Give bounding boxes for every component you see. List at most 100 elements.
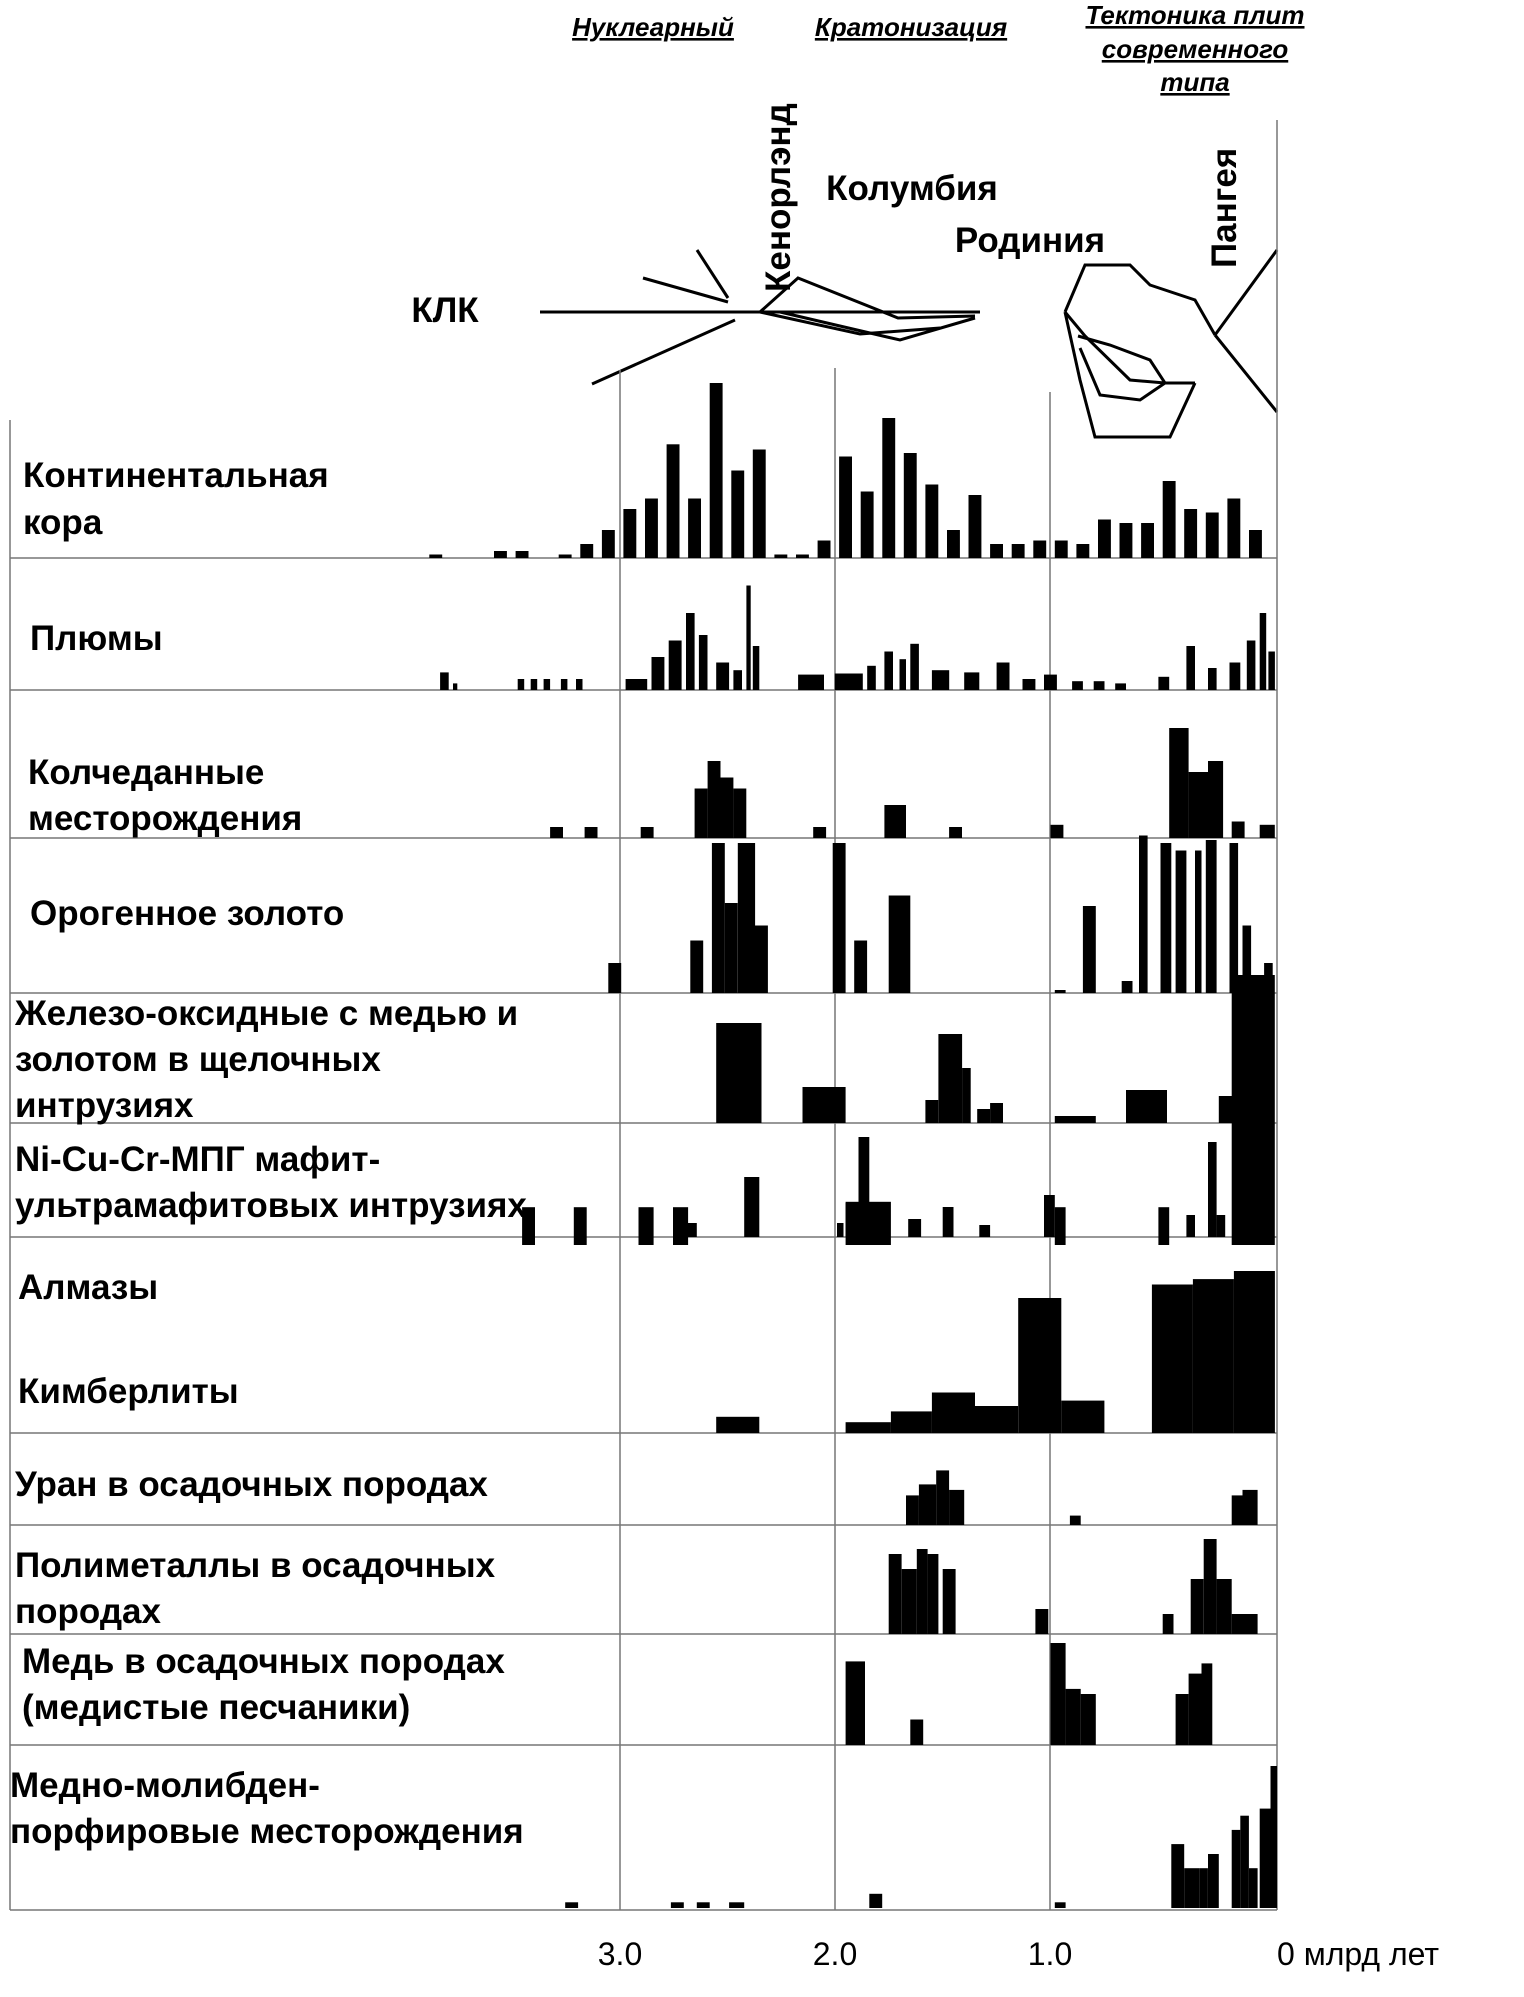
bar — [1139, 835, 1148, 993]
bar — [1171, 1844, 1185, 1908]
bar — [517, 679, 525, 690]
bar — [1242, 1614, 1258, 1634]
row-label-line: Колчеданные — [28, 753, 264, 792]
bar — [1119, 523, 1133, 558]
row-bars — [429, 383, 1262, 559]
bar — [979, 1225, 991, 1237]
x-tick-3-0: 3.0 — [598, 1936, 642, 1972]
bar — [845, 1201, 891, 1245]
bar — [1175, 1694, 1189, 1745]
bar — [1229, 662, 1241, 690]
bar — [1195, 850, 1202, 993]
bar — [729, 1902, 745, 1908]
bar — [845, 1422, 891, 1433]
bar — [802, 1087, 846, 1123]
bar — [990, 544, 1003, 558]
bar — [1054, 990, 1066, 993]
bar — [1050, 1643, 1066, 1745]
bar — [947, 530, 960, 558]
row-bars — [845, 1643, 1213, 1745]
bar — [716, 1023, 762, 1123]
bar — [931, 670, 950, 690]
bar — [1242, 925, 1252, 993]
bar — [1208, 1142, 1217, 1237]
bar — [1018, 1298, 1062, 1433]
bar — [1268, 651, 1275, 690]
chart-bars — [429, 383, 1277, 1908]
supercontinent-rodinia: Родиния — [955, 221, 1105, 260]
bar — [711, 843, 725, 993]
bar — [733, 670, 742, 690]
bar — [817, 540, 831, 558]
bar — [962, 1068, 971, 1123]
bar — [1270, 1766, 1277, 1908]
bar — [1192, 1279, 1234, 1433]
bar — [752, 646, 760, 690]
row-label-line: породах — [15, 1592, 161, 1631]
bar — [931, 1392, 975, 1433]
bar — [601, 530, 615, 558]
row-bars — [888, 1539, 1258, 1634]
bar — [1054, 1116, 1096, 1123]
bar — [673, 1207, 689, 1245]
bar — [645, 498, 658, 558]
bar — [1115, 683, 1126, 690]
bar — [832, 843, 846, 993]
bar — [1121, 981, 1133, 993]
row-label-line: золотом в щелочных — [15, 1040, 381, 1079]
era-label-cratonization: Кратонизация — [815, 12, 1007, 42]
bar — [968, 495, 982, 558]
bar — [1044, 674, 1057, 690]
bar — [737, 843, 756, 993]
row-bars — [608, 835, 1273, 993]
bar — [975, 1406, 1019, 1433]
row-label-line: Медь в осадочных породах — [22, 1642, 505, 1681]
bar — [798, 674, 824, 690]
bar — [1231, 975, 1275, 1245]
row-label-line: порфировые месторождения — [10, 1812, 524, 1851]
bar — [1240, 1815, 1249, 1908]
row-label-line: (медистые песчаники) — [22, 1688, 410, 1727]
row-label-line: ультрамафитовых интрузиях — [15, 1186, 527, 1225]
row-label-line: кора — [23, 503, 103, 542]
bar — [949, 827, 962, 838]
bar — [686, 613, 695, 690]
bar — [906, 1495, 919, 1525]
era-label-nuclear: Нуклеарный — [572, 12, 734, 42]
bar — [1069, 1515, 1081, 1525]
bar — [530, 679, 538, 690]
bar — [858, 1137, 870, 1237]
bar — [668, 640, 682, 690]
bar — [1011, 544, 1025, 558]
bar — [1160, 843, 1172, 993]
bar — [1065, 1688, 1081, 1745]
bar — [731, 470, 745, 558]
row-label-line: Плюмы — [30, 619, 163, 658]
bar — [882, 418, 896, 558]
bar — [1233, 1271, 1275, 1433]
bar — [1259, 613, 1267, 690]
bar — [938, 1034, 963, 1123]
bar — [927, 1554, 939, 1634]
row-label-line: Орогенное золото — [30, 894, 344, 933]
x-tick-2-0: 2.0 — [813, 1936, 857, 1972]
bar — [1054, 540, 1068, 558]
bar — [744, 1177, 760, 1237]
bar — [1098, 519, 1111, 558]
bar — [1126, 1090, 1167, 1123]
row-label-line: Алмазы — [18, 1268, 158, 1307]
bar — [1184, 1868, 1200, 1908]
bar — [910, 1719, 924, 1745]
bar — [580, 544, 594, 558]
bar — [925, 1100, 939, 1123]
bar — [1141, 523, 1154, 558]
bar — [1231, 1614, 1243, 1634]
bar — [733, 788, 747, 838]
supercontinent-pangea: Пангея — [1205, 148, 1244, 268]
bar — [1231, 821, 1245, 838]
bar — [686, 1223, 697, 1237]
bar — [869, 1893, 883, 1908]
bar — [1169, 728, 1189, 838]
bar — [707, 761, 721, 838]
bar — [696, 1902, 710, 1908]
